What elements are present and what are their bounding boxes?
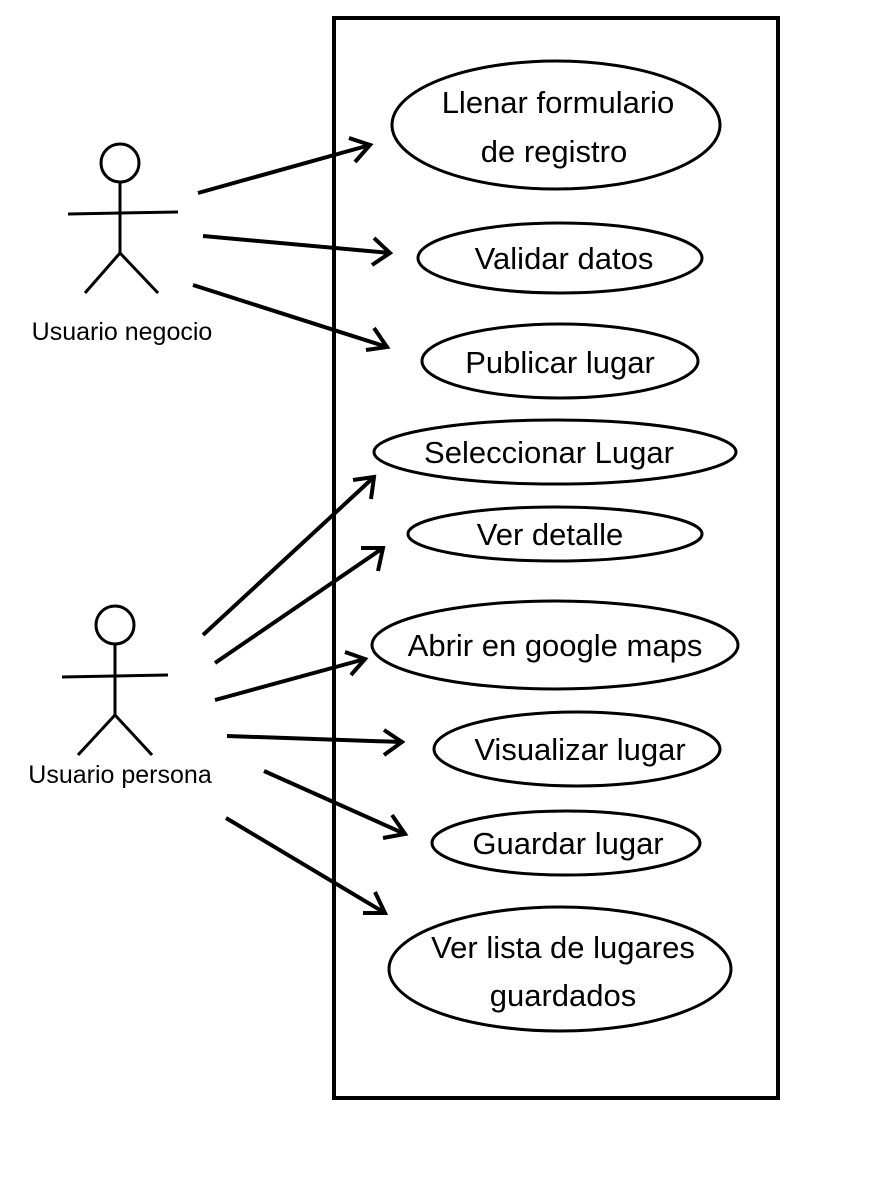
use-case-seleccionar-lugar: Seleccionar Lugar [372,418,738,486]
actor-label-persona: Usuario persona [28,761,212,789]
association-persona-guardar [263,769,409,840]
association-negocio-validar [202,234,394,267]
use-case-label: Visualizar lugar [474,732,685,767]
use-case-label: Seleccionar Lugar [424,435,674,470]
use-case-guardar-lugar: Guardar lugar [430,809,702,877]
association-persona-detalle [213,546,386,665]
use-case-publicar-lugar: Publicar lugar [420,322,700,400]
association-persona-seleccionar [201,474,377,637]
use-case-visualizar-lugar: Visualizar lugar [432,710,722,788]
use-case-label: Publicar lugar [465,345,655,380]
use-case-label: Guardar lugar [472,826,663,861]
actor-usuario-persona: Usuario persona [28,604,212,789]
use-case-ver-lista-guardados: Ver lista de lugares guardados [387,905,733,1033]
use-case-label: guardados [490,978,637,1013]
use-case-label: Validar datos [475,241,654,276]
use-case-validar-datos: Validar datos [416,221,704,295]
actor-usuario-negocio: Usuario negocio [32,142,213,346]
use-case-abrir-google-maps: Abrir en google maps [370,599,740,691]
use-case-llenar-formulario: Llenar formulario de registro [390,59,722,191]
use-case-label: Abrir en google maps [408,628,703,663]
association-persona-visualizar [226,728,406,757]
association-persona-maps [214,650,369,702]
use-case-ver-detalle: Ver detalle [406,505,704,563]
association-persona-lista [224,816,389,915]
use-case-label: de registro [481,134,627,169]
association-negocio-llenar [197,136,374,195]
use-case-label: Ver lista de lugares [431,930,695,965]
use-case-label: Llenar formulario [442,85,675,120]
use-case-label: Ver detalle [477,517,624,552]
system-boundary [332,16,780,1100]
association-negocio-publicar [192,283,391,352]
actor-label-negocio: Usuario negocio [32,318,213,346]
